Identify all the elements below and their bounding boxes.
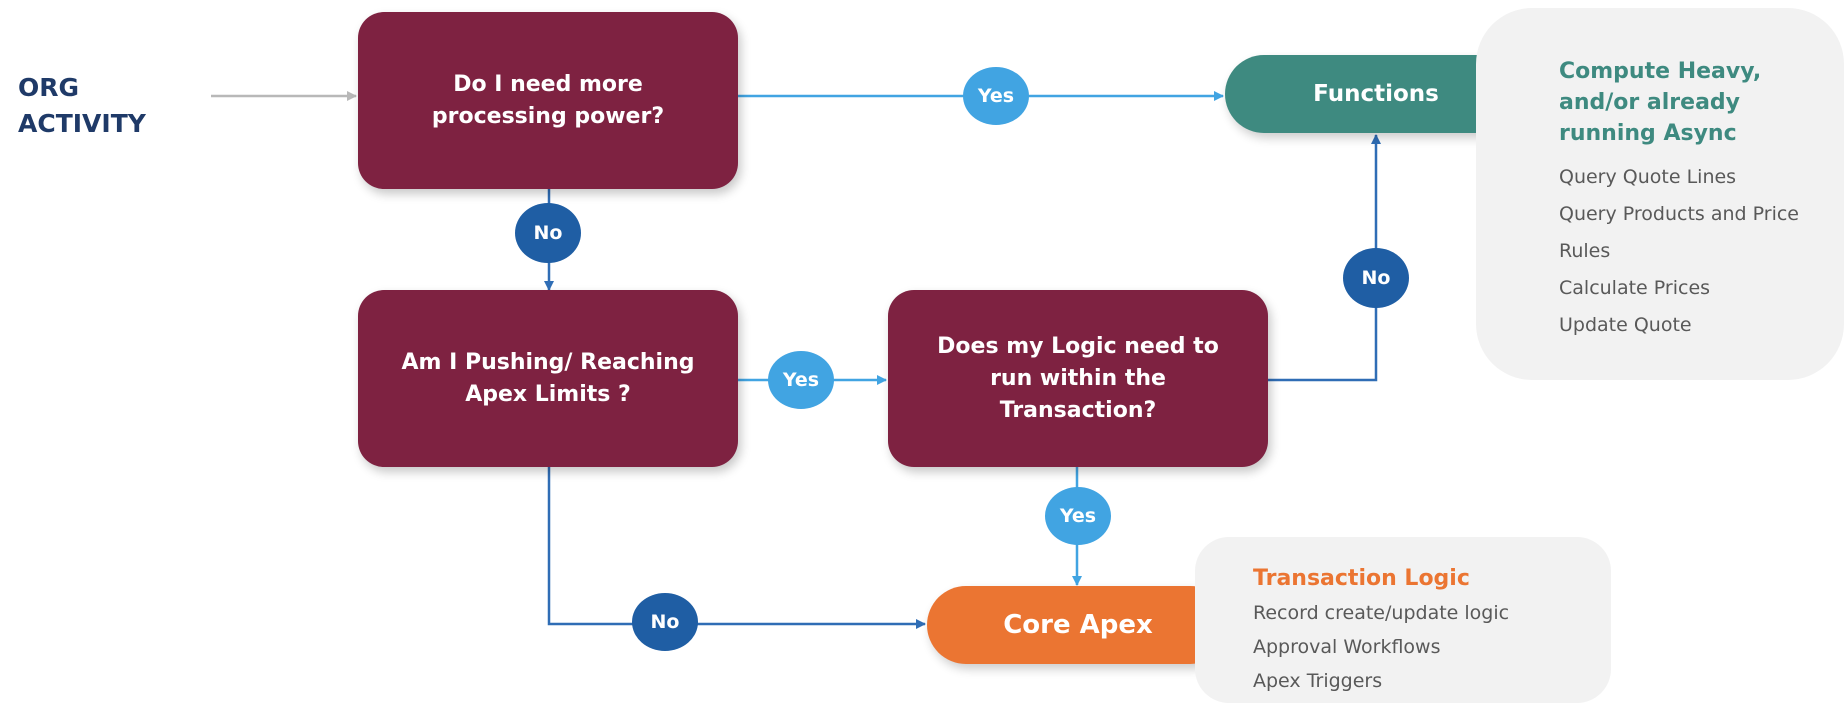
list-item: Record create/update logic [1253, 602, 1510, 624]
list-item: Approval Workflows [1253, 636, 1441, 658]
list-item: Query Quote Lines [1559, 166, 1737, 188]
badge-transaction-no: No [1343, 248, 1409, 308]
decision-within-transaction: Does my Logic need to run within the Tra… [888, 290, 1268, 467]
outcome-core-apex: Core Apex [927, 586, 1229, 664]
decision-limits-text: Am I Pushing/ Reaching Apex Limits ? [401, 349, 695, 407]
badge-processing-yes: Yes [963, 67, 1029, 125]
core-panel-title: Transaction Logic [1253, 566, 1470, 591]
functions-panel-title: Compute Heavy, and/or already running As… [1559, 59, 1762, 146]
decision-processing-power: Do I need more processing power? [358, 12, 738, 189]
decision-apex-limits: Am I Pushing/ Reaching Apex Limits ? [358, 290, 738, 467]
list-item: Apex Triggers [1253, 670, 1383, 692]
functions-info-panel: Compute Heavy, and/or already running As… [1476, 8, 1844, 380]
core-panel-list: Record create/update logic Approval Work… [1253, 596, 1601, 698]
decision-transaction-text: Does my Logic need to run within the Tra… [937, 333, 1219, 423]
list-item: Update Quote [1559, 314, 1692, 336]
list-item: Calculate Prices [1559, 277, 1711, 299]
edge-limits-no [547, 467, 926, 629]
badge-processing-no: No [515, 203, 581, 263]
badge-limits-yes: Yes [768, 351, 834, 409]
functions-panel-list: Query Quote Lines Query Products and Pri… [1559, 159, 1809, 344]
org-activity-label: ORG ACTIVITY [18, 73, 146, 138]
list-item: Query Products and Price Rules [1559, 203, 1799, 262]
outcome-core-apex-text: Core Apex [1003, 610, 1153, 640]
decision-processing-text: Do I need more processing power? [431, 71, 665, 129]
badge-transaction-yes: Yes [1045, 487, 1111, 545]
core-apex-info-panel: Transaction Logic Record create/update l… [1195, 537, 1611, 703]
edge-transaction-no [1268, 134, 1381, 382]
outcome-functions-text: Functions [1313, 81, 1439, 107]
badge-limits-no: No [632, 593, 698, 651]
